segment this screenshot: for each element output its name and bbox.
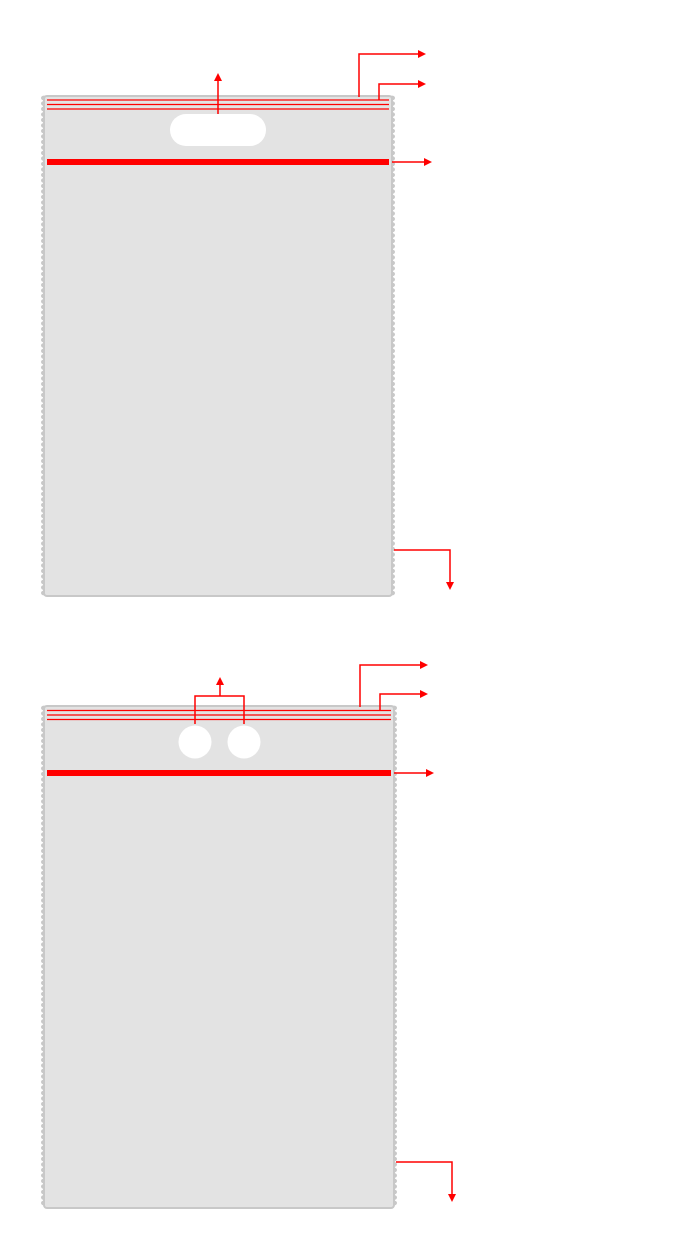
handle-slot [170, 114, 266, 146]
bag-round-holes [41, 661, 456, 1209]
bag-body [43, 95, 393, 597]
arrow-top-seal [358, 50, 426, 97]
arrow-seal-line [378, 80, 426, 100]
hang-hole [227, 725, 261, 759]
zip-closure [47, 159, 389, 165]
zip-closure [47, 770, 391, 776]
bag-slot-handle [41, 50, 454, 597]
bag-body [43, 705, 395, 1209]
arrow-side-seal [396, 1161, 456, 1202]
arrow-side-seal [394, 549, 454, 590]
hang-hole [178, 725, 212, 759]
arrow-seal-line [379, 690, 428, 710]
arrow-top-seal [359, 661, 428, 707]
